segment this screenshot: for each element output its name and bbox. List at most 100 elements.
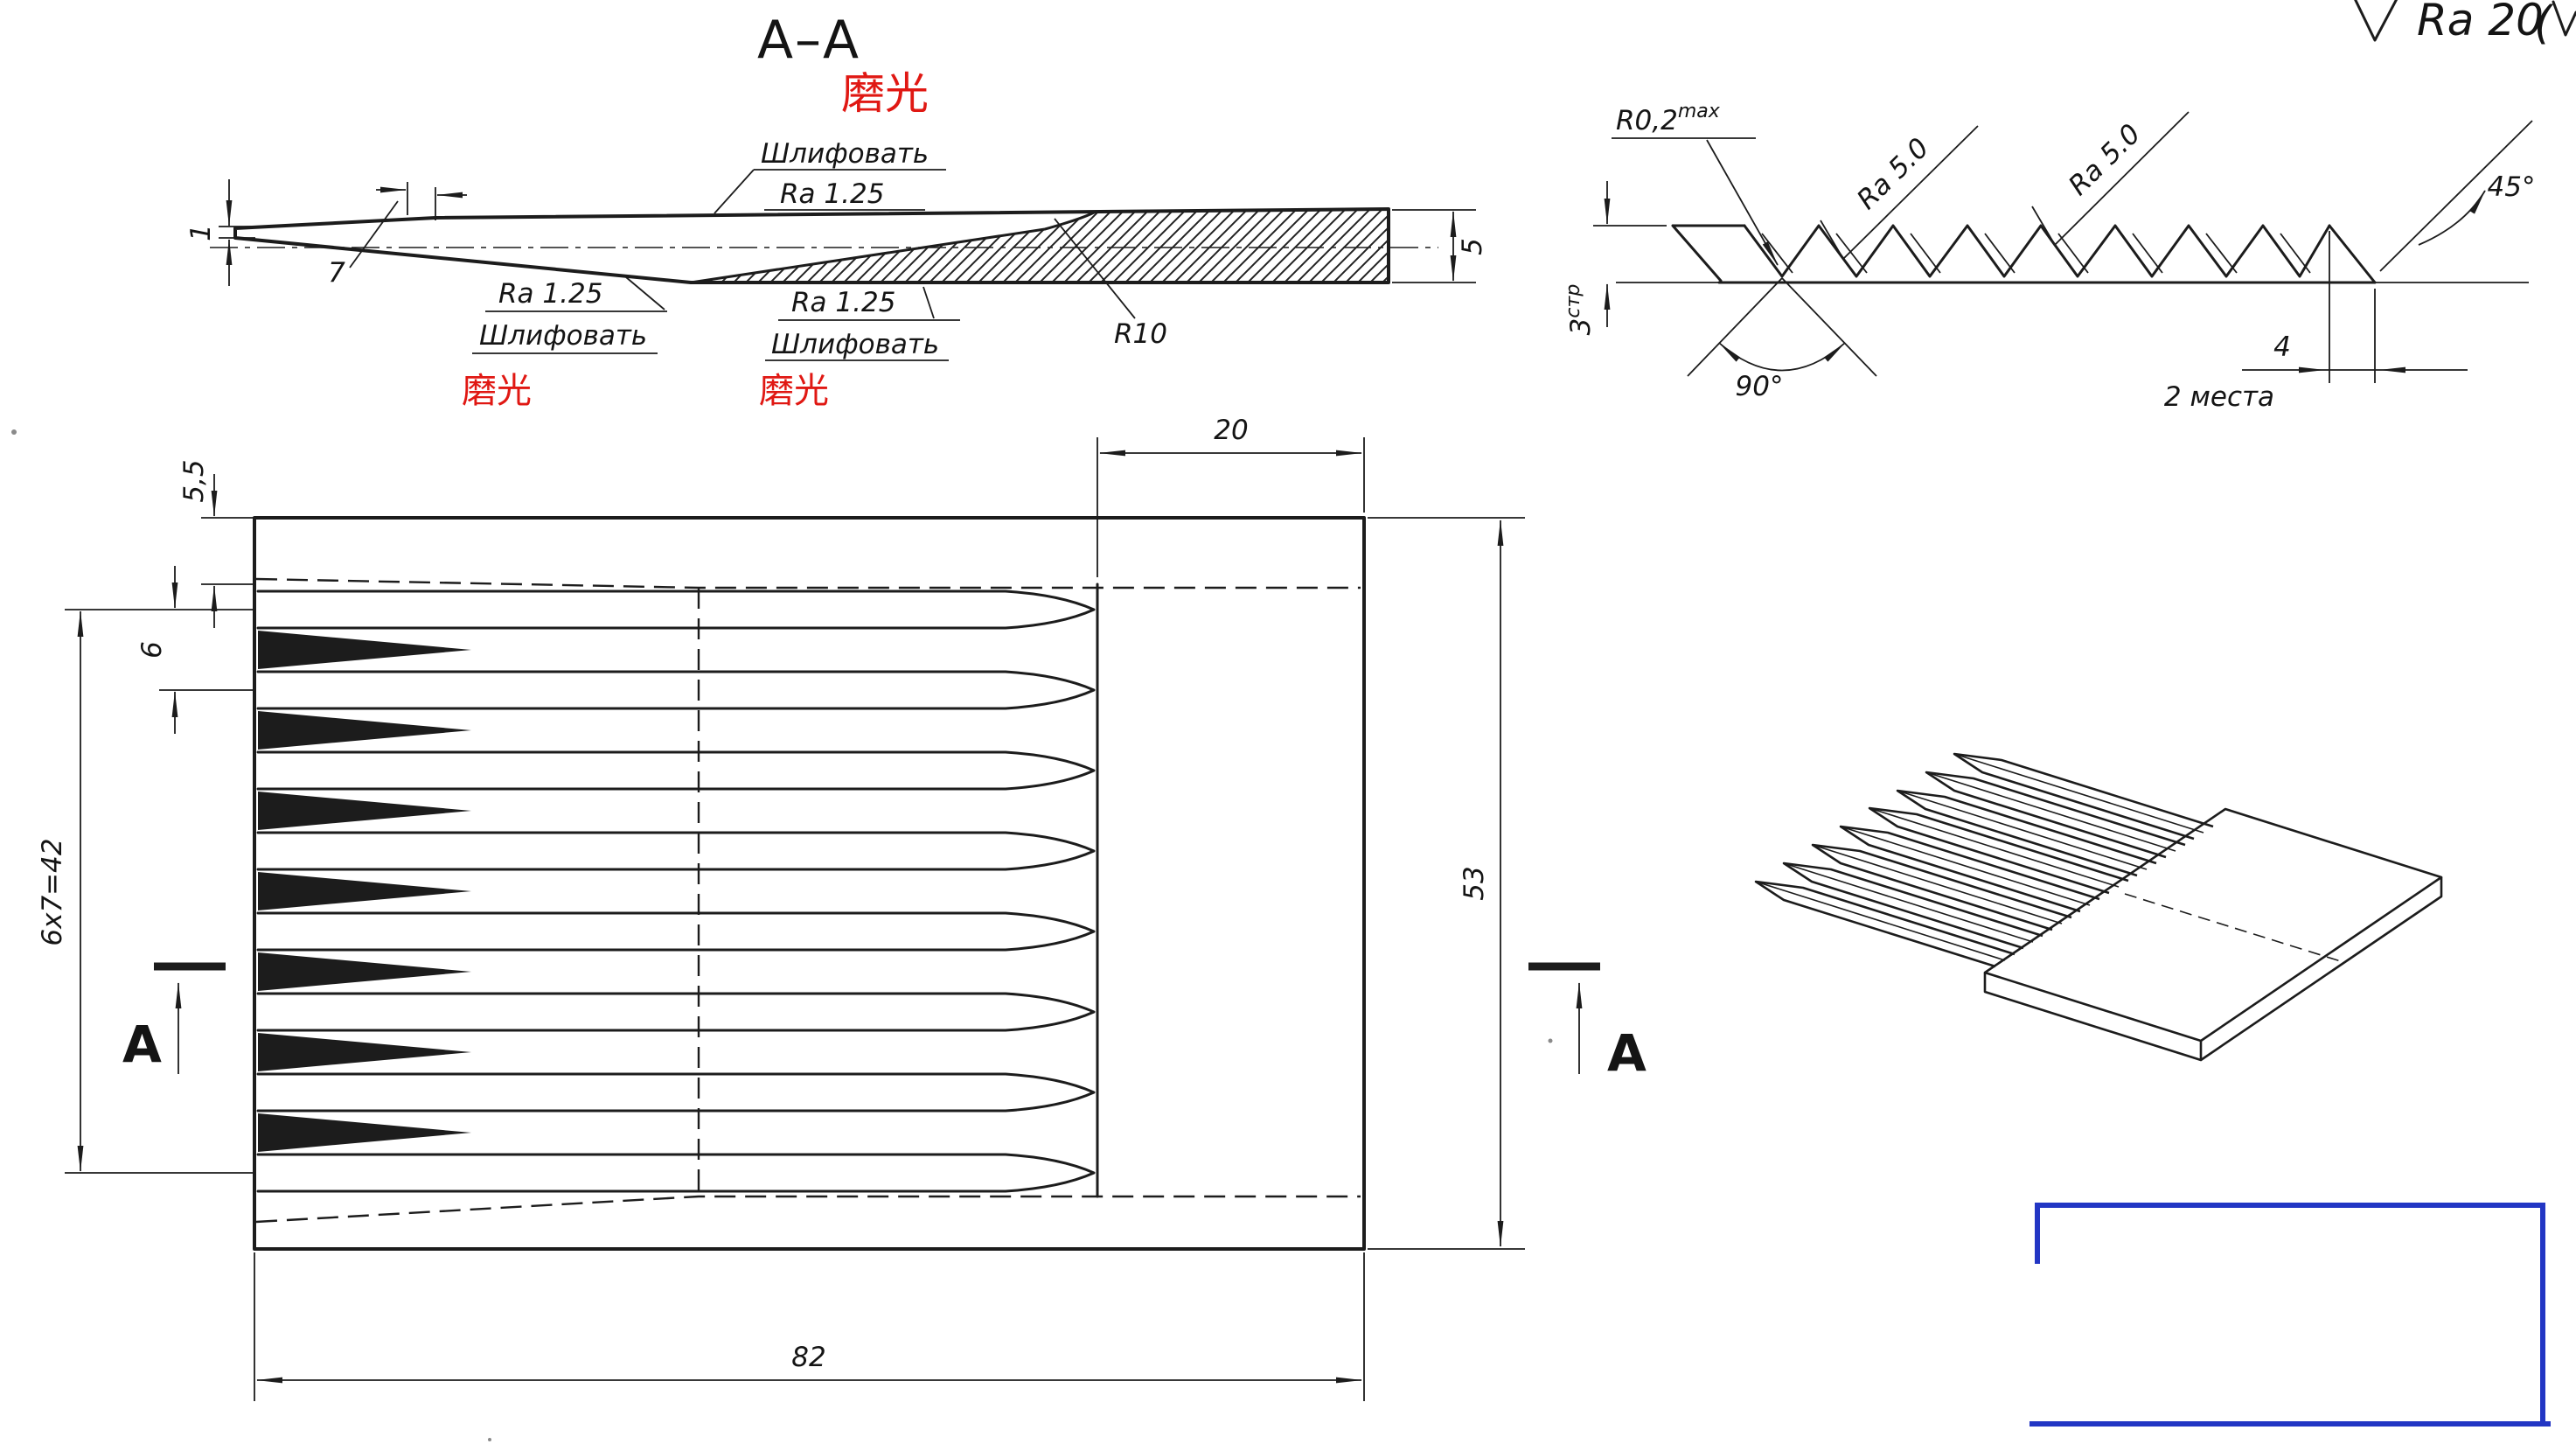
polish-note-left: 磨光 — [462, 371, 532, 411]
dim-tip-label: 1 — [185, 224, 217, 241]
notch-7 — [258, 1113, 471, 1152]
tooth-7 — [256, 1072, 1096, 1113]
polish-note-top: 磨光 — [841, 68, 929, 119]
cut-label-right: A — [1607, 1023, 1647, 1083]
tooth-8 — [256, 1153, 1096, 1193]
sketch-ridge-3 — [1897, 790, 2148, 870]
sketch-ridge-4 — [1869, 807, 2120, 888]
tooth-angle-label: 90° — [1736, 371, 1784, 402]
dim-span-label: 6x7=42 — [37, 838, 68, 945]
dim-span-ext — [65, 609, 253, 1174]
profile-left-end — [1671, 224, 1746, 283]
tooth-4 — [256, 831, 1096, 871]
callout-leader-top — [714, 169, 755, 214]
dim-bevel-label: 7 — [328, 257, 345, 289]
dim-body-ext — [1392, 209, 1476, 283]
dim-tip-ext — [219, 226, 255, 239]
tooth-6 — [256, 992, 1096, 1032]
callout-leader-left — [625, 276, 665, 310]
polish-note-mid: 磨光 — [759, 371, 829, 411]
grind-note-left: Шлифовать — [479, 320, 647, 352]
ra-note-left: Ra 1.25 — [498, 278, 602, 310]
notch-4 — [258, 872, 471, 910]
bevel-angle-label: 45° — [2488, 171, 2536, 203]
bevel-angle-arc — [2418, 190, 2486, 246]
sketch-ridge-1 — [1953, 753, 2204, 834]
tooth-1 — [256, 589, 1096, 630]
bevel-angle-extension — [2379, 120, 2533, 272]
taper-hidden-bottom — [255, 1195, 1361, 1224]
plan-view: 5,5 6 6x7=42 20 53 82 A A — [37, 415, 1647, 1401]
notch-6 — [258, 1033, 471, 1071]
dim-width-ext — [1368, 517, 1525, 1250]
section-title: A–A — [757, 10, 860, 71]
section-aa-view: A–A 1 7 5 磨光 Шлифовать Ra 1.25 Ra 1.25 — [185, 10, 1488, 411]
sketch-ridge-5 — [1840, 826, 2091, 906]
ra-note-top: Ra 1.25 — [780, 178, 884, 210]
grind-note-top: Шлифовать — [761, 138, 929, 170]
notch-5 — [258, 952, 471, 991]
roughness-label-left: Ra 5.0 — [1851, 132, 1935, 216]
sketch-ridge-7 — [1783, 862, 2034, 943]
dim-shank-ext — [1097, 437, 1365, 577]
isometric-sketch — [1754, 752, 2443, 1062]
tooth-angle-arc — [1718, 342, 1846, 372]
tooth-profile-view: R0,2max Ra 5.0 Ra 5.0 45° 90° 3стр 4 2 м… — [1563, 101, 2535, 413]
speck — [11, 429, 17, 435]
plan-teeth — [256, 589, 1096, 1193]
profile-radius-leader — [1706, 139, 1779, 266]
notch-1 — [258, 631, 471, 669]
roughness-check-icon — [2354, 0, 2398, 42]
sketch-teeth — [1754, 752, 2214, 968]
speck — [488, 1438, 491, 1441]
corner-roughness-note: Ra 20 ( — [2354, 0, 2576, 50]
taper-hidden-top — [255, 577, 1361, 589]
dim-edge-label: 5,5 — [178, 459, 210, 502]
callout-leader-mid — [922, 286, 935, 319]
ra-note-mid: Ra 1.25 — [791, 287, 895, 318]
radius-leader — [1054, 218, 1136, 319]
sketch-hidden-line — [2124, 893, 2344, 963]
notch-3 — [258, 792, 471, 830]
places-note: 2 места — [2164, 381, 2274, 413]
notch-2 — [258, 711, 471, 750]
sketch-ridge-2 — [1925, 771, 2176, 852]
bevel-length-ext — [2329, 231, 2376, 383]
sketch-plate-thickness — [1983, 877, 2443, 1062]
radius-label: R10 — [1114, 318, 1167, 350]
dim-bevel-leader — [349, 200, 399, 269]
sketch-ridge-8 — [1755, 881, 2006, 961]
corner-paren: ( — [2534, 0, 2554, 50]
dim-shank-label: 20 — [1214, 415, 1248, 446]
serration-zigzag — [1743, 224, 2331, 278]
dim-length-label: 82 — [791, 1342, 825, 1373]
serration-face-lines — [1761, 233, 2311, 274]
depth-label: 3стр — [1563, 284, 1597, 336]
tooth-2 — [256, 670, 1096, 710]
bevel-length-label: 4 — [2273, 331, 2291, 363]
dim-pitch-label: 6 — [136, 641, 168, 659]
roughness-symbol-right — [2031, 111, 2190, 246]
tooth-angle-lines — [1687, 277, 1877, 377]
cut-label-left: A — [122, 1015, 162, 1074]
sketch-plate-top — [1983, 807, 2443, 1043]
dim-width-label: 53 — [1459, 866, 1490, 900]
dim-bevel-ticks — [407, 182, 436, 220]
scan-specks — [11, 429, 1553, 1441]
highlight-box — [2029, 1203, 2551, 1427]
dim-edge-ext — [201, 517, 254, 585]
profile-radius-label: R0,2max — [1616, 101, 1721, 136]
grind-note-mid: Шлифовать — [771, 329, 939, 360]
profile-right-bevel — [2328, 224, 2377, 284]
blade-hatch — [691, 209, 1389, 283]
tooth-3 — [256, 750, 1096, 791]
speck — [1548, 1038, 1553, 1043]
plan-outline — [253, 516, 1366, 1251]
sketch-ridge-6 — [1812, 844, 2063, 924]
plan-notches — [258, 631, 471, 1152]
roughness-check-icon-small — [2552, 0, 2576, 37]
corner-ra-label: Ra 20 — [2417, 0, 2544, 45]
dim-body-label: 5 — [1457, 238, 1488, 255]
